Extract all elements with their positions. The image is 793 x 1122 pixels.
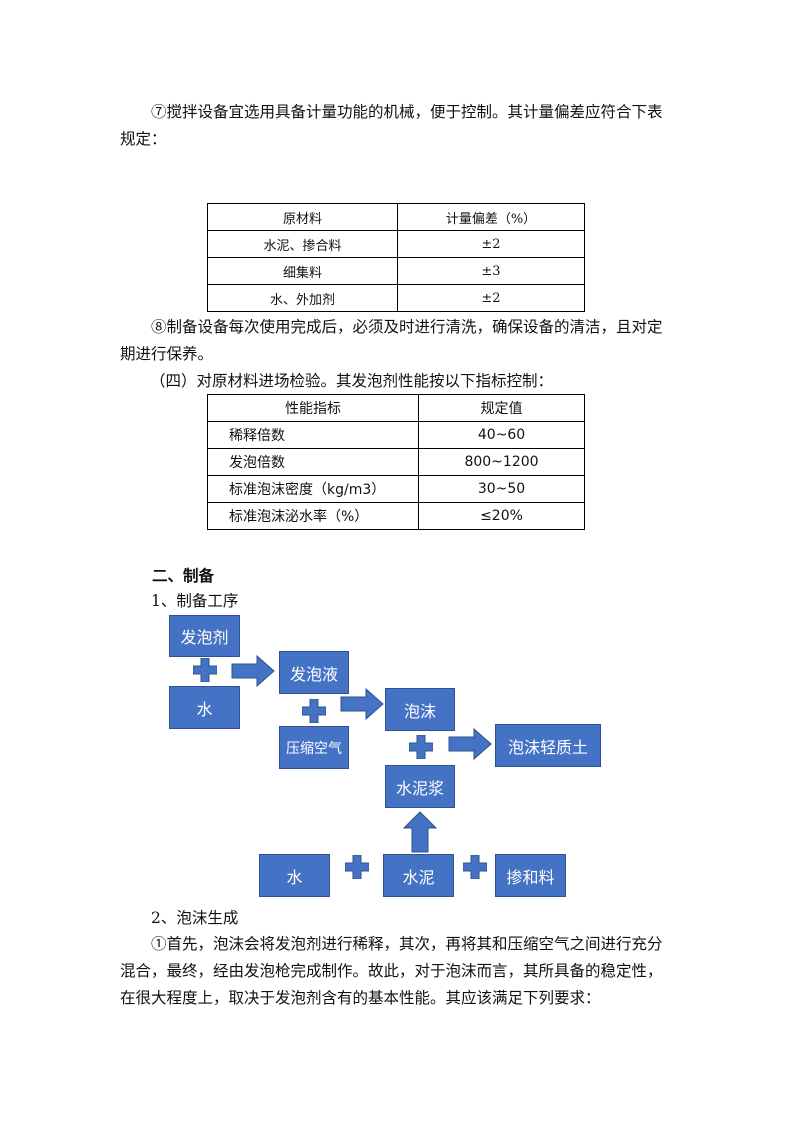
node-admixture: 掺和料 [495,854,566,897]
table-cell: 细集料 [207,257,398,285]
plus-icon [345,855,369,879]
table-cell: ≤20% [418,502,585,530]
table-cell: 800~1200 [418,448,585,476]
table-row: 标准泡沫密度（kg/m3） 30~50 [207,475,585,503]
node-cement: 水泥 [383,854,454,897]
table-cell: 水泥、掺合料 [207,230,398,258]
plus-icon [463,855,487,879]
table-header-row: 性能指标 规定值 [207,394,585,422]
table-row: 标准泡沫泌水率（%） ≤20% [207,502,585,530]
table-header-cell: 规定值 [418,394,585,422]
arrow-up-icon [403,811,437,853]
arrow-right-icon [448,728,492,760]
node-foam-liquid: 发泡液 [279,651,349,694]
table-header-cell: 计量偏差（%） [397,203,585,231]
table-cell: 标准泡沫密度（kg/m3） [207,475,419,503]
table-row: 水、外加剂 ±2 [207,284,585,312]
foaming-agent-performance-table: 性能指标 规定值 稀释倍数 40~60 发泡倍数 800~1200 标准泡沫密度… [207,394,585,530]
plus-icon [302,699,326,723]
table-cell: 40~60 [418,421,585,449]
table-row: 水泥、掺合料 ±2 [207,230,585,258]
table-cell: 标准泡沫泌水率（%） [207,502,419,530]
node-compressed-air: 压缩空气 [279,726,349,769]
metering-deviation-table: 原材料 计量偏差（%） 水泥、掺合料 ±2 细集料 ±3 水、外加剂 ±2 [207,203,585,312]
node-foaming-agent: 发泡剂 [169,615,240,657]
node-foam-light-soil: 泡沫轻质土 [495,724,601,767]
section-heading: 二、制备 [152,566,215,585]
node-cement-slurry: 水泥浆 [385,765,455,808]
arrow-right-icon [340,688,384,720]
table-cell: 水、外加剂 [207,284,398,312]
table-row: 细集料 ±3 [207,257,585,285]
table-row: 发泡倍数 800~1200 [207,448,585,476]
table-cell: 稀释倍数 [207,421,419,449]
table-cell: ±2 [397,230,585,258]
table-cell: ±2 [397,284,585,312]
paragraph-foam: ①首先，泡沫会将发泡剂进行稀释，其次，再将其和压缩空气之间进行充分混合，最终，经… [120,935,663,1007]
plus-icon [409,735,433,759]
table-header-row: 原材料 计量偏差（%） [207,203,585,231]
table-cell: 30~50 [418,475,585,503]
table-row: 稀释倍数 40~60 [207,421,585,449]
table-header-cell: 原材料 [207,203,398,231]
node-foam: 泡沫 [385,688,455,731]
subsection-heading: 1、制备工序 [151,592,239,610]
subsection-heading: 2、泡沫生成 [151,909,239,927]
plus-icon [193,658,217,682]
table-header-cell: 性能指标 [207,394,419,422]
table-cell: ±3 [397,257,585,285]
paragraph-7: ⑦搅拌设备宜选用具备计量功能的机械，便于控制。其计量偏差应符合下表规定： [120,103,663,148]
node-water-top: 水 [169,686,240,729]
arrow-right-icon [231,655,275,687]
table-cell: 发泡倍数 [207,448,419,476]
paragraph-4: （四）对原材料进场检验。其发泡剂性能按以下指标控制： [150,372,554,390]
node-water-bottom: 水 [259,854,330,897]
paragraph-8: ⑧制备设备每次使用完成后，必须及时进行清洗，确保设备的清洁，且对定期进行保养。 [120,318,663,363]
